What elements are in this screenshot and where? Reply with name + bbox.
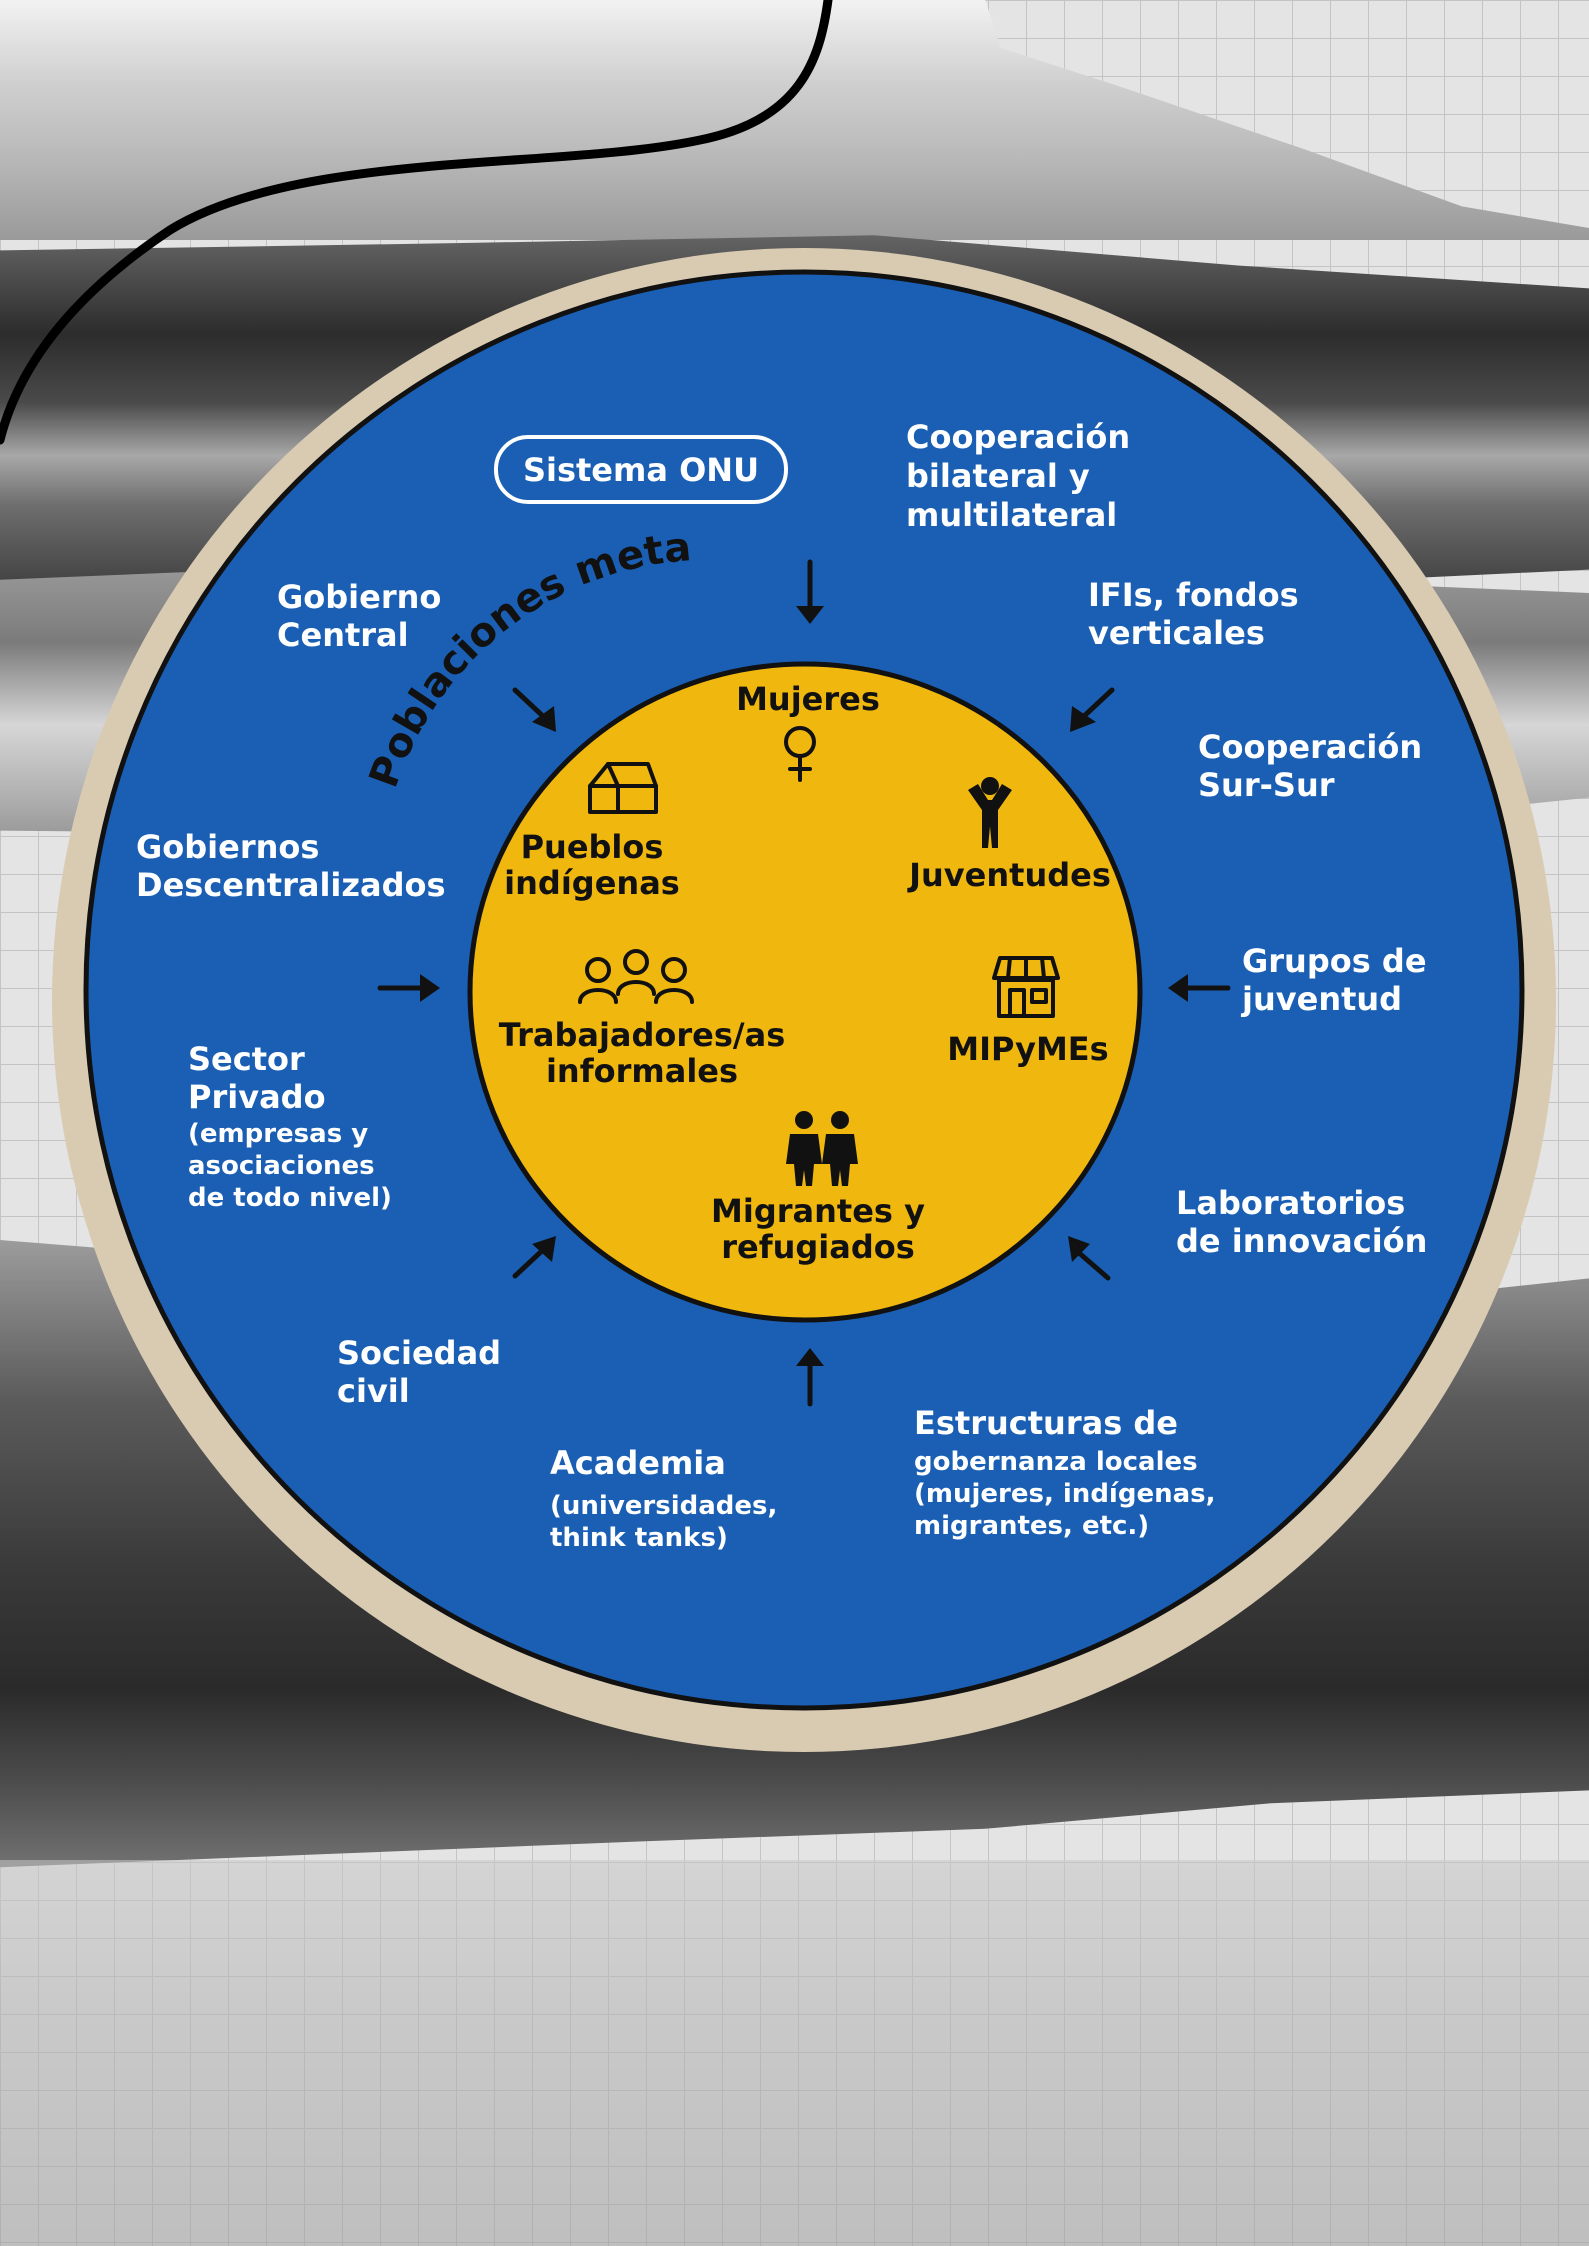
actor-estructuras-gobernanza: Estructuras de gobernanza locales (mujer… bbox=[914, 1404, 1216, 1541]
actor-line: Sociedad bbox=[337, 1334, 501, 1372]
two-people-icon bbox=[786, 1111, 858, 1186]
actor-line: gobernanza locales bbox=[914, 1447, 1198, 1477]
sistema-onu-pill bbox=[494, 435, 788, 504]
actor-line: Academia bbox=[550, 1444, 726, 1482]
actor-line: Laboratorios bbox=[1176, 1184, 1405, 1222]
population-label: refugiados bbox=[721, 1228, 915, 1266]
actor-gobiernos-descentralizados: Gobiernos Descentralizados bbox=[136, 828, 446, 904]
actor-line: Cooperación bbox=[1198, 728, 1422, 766]
actor-line: think tanks) bbox=[550, 1523, 728, 1553]
actor-line: IFIs, fondos bbox=[1088, 576, 1299, 614]
decorative-curve-line bbox=[0, 0, 833, 445]
actor-line: Descentralizados bbox=[136, 866, 446, 904]
population-label: Trabajadores/as bbox=[499, 1016, 786, 1054]
actor-line: civil bbox=[337, 1372, 410, 1410]
arrow-bottom bbox=[796, 1348, 824, 1407]
actor-line: bilateral y bbox=[906, 457, 1090, 495]
population-trabajadores: Trabajadores/as informales bbox=[499, 949, 786, 1090]
actor-grupos-juventud: Grupos de juventud bbox=[1240, 942, 1427, 1018]
actor-ifis: IFIs, fondos verticales bbox=[1088, 576, 1299, 652]
female-symbol-icon bbox=[784, 726, 816, 782]
actor-laboratorios: Laboratorios de innovación bbox=[1176, 1184, 1427, 1260]
actor-academia: Academia (universidades, think tanks) bbox=[550, 1444, 777, 1553]
population-label: Migrantes y bbox=[711, 1192, 925, 1230]
actor-line: Privado bbox=[188, 1078, 326, 1116]
actor-line: Cooperación bbox=[906, 418, 1130, 456]
actor-sector-privado: Sector Privado (empresas y asociaciones … bbox=[188, 1040, 392, 1213]
population-label: Juventudes bbox=[907, 856, 1111, 894]
population-label: Mujeres bbox=[736, 680, 880, 718]
person-arms-up-icon bbox=[968, 777, 1012, 848]
actor-line: asociaciones bbox=[188, 1151, 375, 1181]
actor-line: Gobierno bbox=[277, 578, 441, 616]
population-label: informales bbox=[546, 1052, 738, 1090]
actor-sociedad-civil: Sociedad civil bbox=[337, 1334, 501, 1410]
population-pueblos: Pueblos indígenas bbox=[504, 762, 680, 902]
actor-line: multilateral bbox=[906, 496, 1117, 534]
population-label: MIPyMEs bbox=[947, 1030, 1108, 1068]
actor-line: verticales bbox=[1088, 614, 1265, 652]
actor-line: juventud bbox=[1240, 980, 1402, 1018]
actor-cooperacion-sur-sur: Cooperación Sur-Sur bbox=[1198, 728, 1422, 804]
actor-gobierno-central: Gobierno Central bbox=[277, 578, 441, 654]
actor-line: de todo nivel) bbox=[188, 1183, 392, 1213]
sistema-onu-label: Sistema ONU bbox=[523, 451, 759, 489]
faded-landscape-strip bbox=[0, 1860, 1589, 2246]
house-icon bbox=[588, 762, 658, 814]
population-migrantes: Migrantes y refugiados bbox=[711, 1111, 925, 1266]
arrow-top-right bbox=[1070, 687, 1115, 732]
arrows bbox=[377, 559, 1231, 1407]
actor-line: Sur-Sur bbox=[1198, 766, 1335, 804]
population-juventudes: Juventudes bbox=[907, 777, 1111, 894]
population-mipymes: MIPyMEs bbox=[947, 956, 1109, 1068]
arrow-left bbox=[377, 974, 440, 1002]
actor-line: (empresas y bbox=[188, 1119, 368, 1149]
target-populations-circle bbox=[467, 661, 1143, 1323]
actor-line: Central bbox=[277, 616, 409, 654]
arrow-right bbox=[1168, 974, 1231, 1002]
arrow-bottom-left bbox=[512, 1236, 556, 1279]
actor-line: de innovación bbox=[1176, 1222, 1427, 1260]
actor-line: (universidades, bbox=[550, 1491, 777, 1521]
population-label: Pueblos bbox=[521, 828, 664, 866]
actor-line: migrantes, etc.) bbox=[914, 1511, 1149, 1541]
actor-line: Sector bbox=[188, 1040, 305, 1078]
actor-line: Grupos de bbox=[1242, 942, 1427, 980]
population-mujeres: Mujeres bbox=[736, 680, 880, 782]
actor-line: Estructuras de bbox=[914, 1404, 1178, 1442]
actor-cooperacion-bilateral: Cooperación bilateral y multilateral bbox=[906, 418, 1130, 534]
actor-line: (mujeres, indígenas, bbox=[914, 1479, 1216, 1509]
arrow-bottom-right bbox=[1068, 1236, 1111, 1281]
group-of-three-icon bbox=[578, 949, 694, 1004]
population-label: indígenas bbox=[504, 864, 680, 902]
arrow-top bbox=[796, 559, 824, 624]
actor-line: Gobiernos bbox=[136, 828, 319, 866]
storefront-icon bbox=[992, 956, 1060, 1018]
arrow-top-left bbox=[512, 687, 556, 732]
